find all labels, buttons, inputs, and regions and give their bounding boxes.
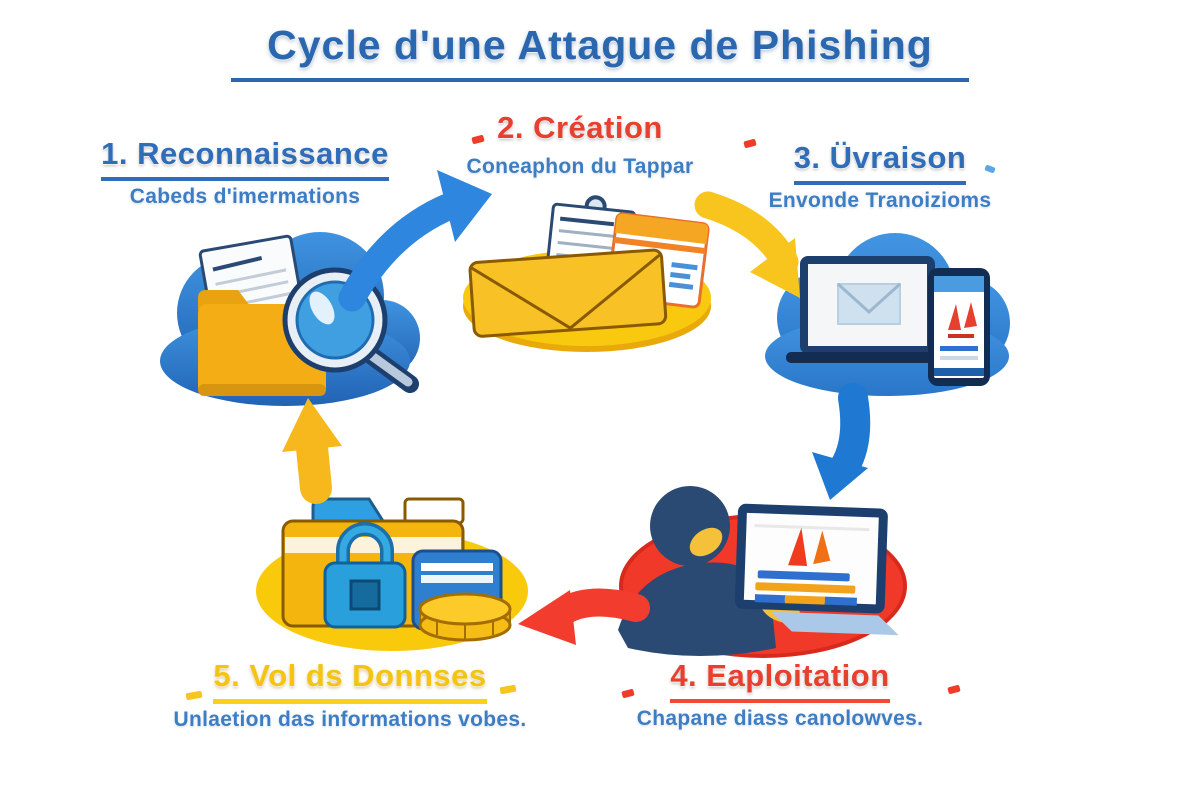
diagram-title-text: Cycle d'une Attague de Phishing (231, 22, 969, 82)
stage-1-icon magnifier-folder-cloud-icon (160, 232, 420, 406)
stage-2-label-block: 2. Création Coneaphon du Tappar (430, 110, 730, 179)
stage-1-label-block: 1. Reconnaissance Cabeds d'imermations (90, 136, 400, 209)
stage-3-label-block: 3. Üvraison Envonde Tranoizioms (730, 140, 1030, 213)
stage-5-subtitle: Unlaetion das informations vobes. (173, 708, 527, 731)
stage-3-label: 3. Üvraison (793, 140, 967, 185)
stage-2-subtitle: Coneaphon du Tappar (466, 155, 694, 178)
coins-icon (418, 592, 512, 642)
stage-4-label: 4. Eaploitation (670, 658, 890, 703)
stage-5-label: 5. Vol ds Donnses (213, 658, 487, 704)
stage-1-subtitle: Cabeds d'imermations (129, 185, 361, 208)
phone-icon (928, 268, 990, 386)
diagram-title: Cycle d'une Attague de Phishing (0, 22, 1200, 82)
padlock-icon (323, 522, 407, 629)
stage-2-icon envelope-documents-icon: A (463, 195, 711, 352)
hacked-laptop-icon (734, 503, 899, 636)
stage-4-icon hacker-laptop-icon (618, 486, 907, 658)
stage-5-label-block: 5. Vol ds Donnses Unlaetion das informat… (170, 658, 530, 732)
stage-3-subtitle: Envonde Tranoizioms (768, 189, 992, 212)
envelope-icon (468, 248, 668, 338)
stage-1-label: 1. Reconnaissance (101, 136, 389, 181)
stage-4-subtitle: Chapane diass canolowves. (636, 707, 924, 730)
magnifier-icon (282, 267, 419, 393)
stage-5-icon folder-lock-wallet-coins-icon (256, 497, 528, 651)
stage-2-label: 2. Création (497, 110, 663, 145)
stage-4-label-block: 4. Eaploitation Chapane diass canolowves… (600, 658, 960, 731)
laptop-icon (786, 256, 949, 363)
stage-3-icon cloud-laptop-phone-icon (765, 233, 1010, 396)
